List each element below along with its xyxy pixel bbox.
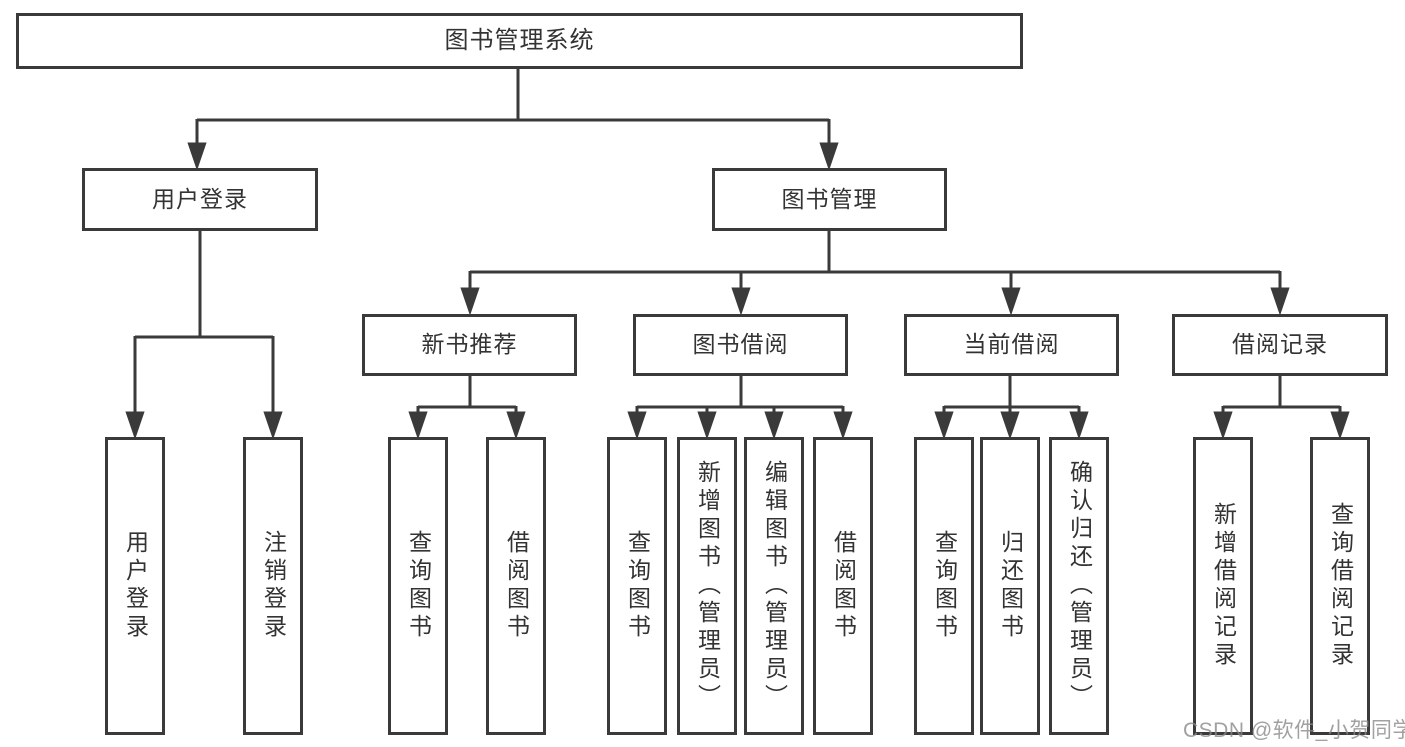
- node-book-borrow: 图书借阅: [633, 314, 848, 376]
- arrow-g2-leaf-1: [1000, 406, 1020, 440]
- node-new-book-recommend: 新书推荐: [362, 314, 577, 376]
- node-root-system: 图书管理系统: [16, 13, 1023, 69]
- arrow-to-user-login: [187, 119, 207, 171]
- arrow-to-login-leaf-2: [263, 336, 283, 440]
- leaf-confirm-return-admin: 确认归还（管理员）: [1049, 437, 1109, 735]
- leaf-query-books-3: 查询图书: [914, 437, 974, 735]
- leaf-query-books-2: 查询图书: [607, 437, 667, 735]
- leaf-borrow-books-2: 借阅图书: [813, 437, 873, 735]
- node-current-borrow: 当前借阅: [904, 314, 1119, 376]
- arrow-g0-leaf-0: [408, 406, 428, 440]
- arrow-g2-leaf-2: [1069, 406, 1089, 440]
- leaf-return-books: 归还图书: [980, 437, 1040, 735]
- arrow-g0-leaf-1: [506, 406, 526, 440]
- leaf-query-borrow-record: 查询借阅记录: [1310, 437, 1370, 735]
- connector-login-split: [135, 231, 273, 339]
- arrow-to-book-mgmt: [819, 119, 839, 171]
- leaf-borrow-books-1: 借阅图书: [486, 437, 546, 735]
- arrow-g3-leaf-1: [1330, 406, 1350, 440]
- arrow-g2-leaf-0: [934, 406, 954, 440]
- leaf-logout: 注销登录: [243, 437, 303, 735]
- arrow-g3-leaf-0: [1213, 406, 1233, 440]
- leaf-user-login: 用户登录: [105, 437, 165, 735]
- connector-group-newbook: [418, 376, 516, 409]
- arrow-to-currentborrow: [1001, 271, 1021, 316]
- connector-root-split: [197, 69, 829, 122]
- node-borrow-records: 借阅记录: [1172, 314, 1388, 376]
- connector-mgmt-split: [470, 231, 1280, 274]
- connector-group-records: [1223, 376, 1340, 409]
- arrow-to-borrowrecords: [1270, 271, 1290, 316]
- arrow-g1-leaf-3: [833, 406, 853, 440]
- arrow-g1-leaf-1: [697, 406, 717, 440]
- leaf-query-books-1: 查询图书: [388, 437, 448, 735]
- arrow-to-newbook: [460, 271, 480, 316]
- leaf-edit-books-admin: 编辑图书（管理员）: [744, 437, 804, 735]
- connector-group-borrow: [637, 376, 843, 409]
- leaf-add-books-admin: 新增图书（管理员）: [677, 437, 737, 735]
- arrow-g1-leaf-2: [764, 406, 784, 440]
- arrow-g1-leaf-0: [627, 406, 647, 440]
- node-user-login: 用户登录: [82, 168, 318, 231]
- csdn-watermark: CSDN @软件_小贺同学: [1183, 719, 1405, 742]
- arrow-to-login-leaf-1: [125, 336, 145, 440]
- connector-group-current: [944, 376, 1079, 409]
- arrow-to-bookborrow: [731, 271, 751, 316]
- node-book-management: 图书管理: [712, 168, 947, 231]
- leaf-add-borrow-record: 新增借阅记录: [1193, 437, 1253, 735]
